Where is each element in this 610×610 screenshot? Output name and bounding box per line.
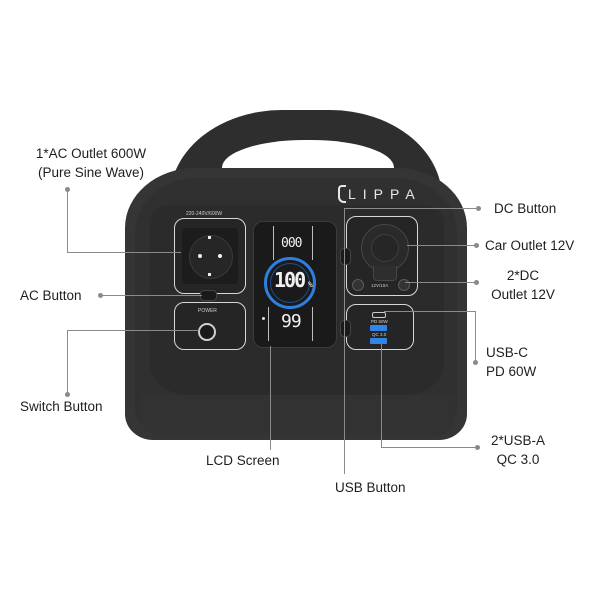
usb-a-port-1[interactable]: [370, 325, 387, 331]
usb-a-callout: 2*USB-A QC 3.0: [478, 431, 558, 469]
usb-a-label: QC 3.0: [372, 332, 387, 337]
ac-pin-left: [198, 254, 202, 258]
ac-ground-bottom: [208, 273, 211, 276]
brand-logo-text: LIPPA: [348, 186, 422, 202]
ac-button-callout: AC Button: [20, 288, 82, 303]
usb-c-port[interactable]: [372, 312, 386, 318]
usb-a-callout-dot: [475, 445, 480, 450]
dc-outlet-callout: 2*DC Outlet 12V: [478, 266, 568, 304]
brand-logo-icon: [338, 185, 346, 203]
usb-a-leader: [381, 344, 382, 447]
ac-button[interactable]: [200, 290, 217, 301]
usb-c-callout: USB-C PD 60W: [486, 343, 536, 381]
ac-pin-right: [218, 254, 222, 258]
car-outlet-leader: [407, 245, 476, 246]
usb-a-port-2[interactable]: [370, 338, 387, 344]
usb-c-leader: [475, 311, 476, 361]
battery-ring-inner: [270, 263, 310, 303]
switch-button-callout-dot: [65, 392, 70, 397]
usb-c-callout-dot: [473, 360, 478, 365]
car-outlet-callout: Car Outlet 12V: [485, 238, 575, 253]
switch-button-callout: Switch Button: [20, 399, 103, 414]
usb-c-callout-line2: PD 60W: [486, 364, 537, 379]
dc-port-right[interactable]: [398, 279, 410, 291]
dc-outlet-leader: [405, 282, 476, 283]
battery-percent: 100: [274, 268, 306, 292]
ac-outlet-callout-line2: (Pure Sine Wave): [37, 165, 145, 180]
usb-button-callout: USB Button: [335, 480, 406, 495]
car-outlet-inner: [371, 234, 399, 262]
ac-button-leader: [100, 295, 202, 296]
ac-outlet-callout: 1*AC Outlet 600W (Pure Sine Wave): [16, 144, 166, 182]
dc-outlet-callout-line1: 2*DC: [506, 268, 540, 283]
usb-button-leader: [344, 208, 345, 474]
dc-outlet-callout-line2: Outlet 12V: [491, 287, 555, 302]
ac-ground-top: [208, 236, 211, 239]
usb-button[interactable]: [340, 320, 351, 337]
dc-outlet-callout-dot: [474, 280, 479, 285]
lcd-divider: [312, 307, 313, 341]
dc-button-callout-dot: [476, 206, 481, 211]
car-outlet-callout-dot: [474, 243, 479, 248]
ac-outlet-leader: [67, 189, 68, 252]
device-base: [140, 395, 455, 435]
switch-button-leader: [67, 330, 199, 331]
percent-sign: %: [308, 280, 313, 289]
ac-outlet-leader: [67, 252, 181, 253]
usb-c-leader: [384, 311, 475, 312]
car-outlet-cap: [373, 266, 397, 281]
battery-ring-icon: [264, 257, 316, 309]
dc-button[interactable]: [340, 248, 351, 265]
power-label: POWER: [198, 308, 217, 314]
ac-rating-label: 220-240V/600W: [186, 211, 223, 217]
usb-a-callout-line1: 2*USB-A: [490, 433, 546, 448]
usb-c-callout-line1: USB-C: [486, 345, 529, 360]
lcd-divider: [273, 226, 274, 260]
dc-port-left[interactable]: [352, 279, 364, 291]
car-outlet-rating: 12V/10A: [371, 283, 389, 288]
lcd-indicator-dot: [262, 317, 265, 320]
usb-a-leader: [381, 447, 477, 448]
usb-c-label: PD 60W: [371, 319, 388, 324]
ac-outlet-callout-line1: 1*AC Outlet 600W: [35, 146, 147, 161]
switch-button-leader: [67, 330, 68, 393]
lcd-screen-leader: [270, 346, 271, 450]
lcd-bottom-readout: 99: [281, 311, 302, 332]
lcd-screen-callout: LCD Screen: [206, 453, 280, 468]
ac-outlet-icon[interactable]: [189, 235, 233, 279]
switch-button[interactable]: [198, 323, 216, 341]
dc-button-callout: DC Button: [494, 201, 557, 216]
lcd-top-readout: 000: [281, 236, 303, 251]
usb-a-callout-line2: QC 3.0: [496, 452, 540, 467]
lcd-divider: [268, 307, 269, 341]
dc-button-leader: [344, 208, 478, 209]
lcd-divider: [312, 226, 313, 260]
